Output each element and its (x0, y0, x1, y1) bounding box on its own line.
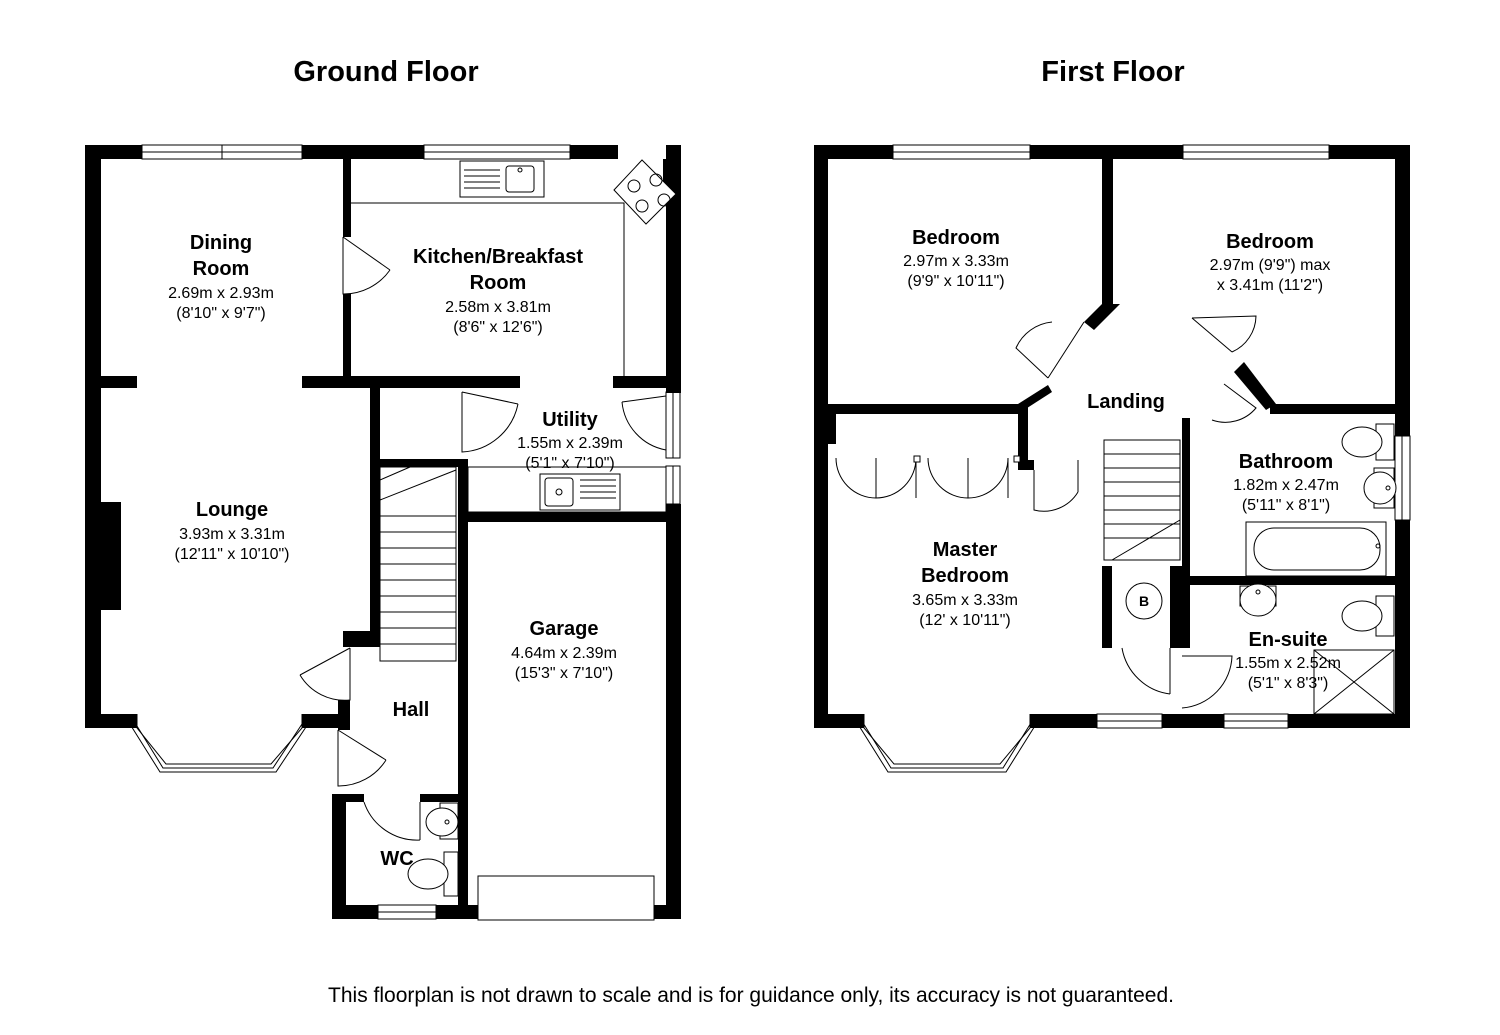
ensuite-dim-1: 1.55m x 2.52m (1235, 655, 1341, 672)
ensuite-fixtures (1239, 583, 1395, 715)
room-master-bedroom: Master Bedroom 3.65m x 3.33m (12' x 10'1… (912, 539, 1018, 629)
master-dim-2: (12' x 10'11") (919, 612, 1011, 629)
room-garage: Garage 4.64m x 2.39m (15'3" x 7'10") (511, 618, 617, 682)
ground-walls (85, 145, 681, 919)
master-bay-window (855, 714, 1039, 773)
garage-name: Garage (530, 618, 599, 640)
ground-doors (299, 236, 667, 841)
boiler-label: B (1139, 593, 1149, 609)
lounge-dim-2: (12'11" x 10'10") (174, 546, 289, 563)
dining-dim-1: 2.69m x 2.93m (168, 285, 274, 302)
ensuite-name: En-suite (1249, 629, 1328, 651)
utility-name: Utility (542, 409, 598, 431)
room-dining: Dining Room 2.69m x 2.93m (8'10" x 9'7") (168, 232, 274, 322)
kitchen-dim-1: 2.58m x 3.81m (445, 299, 551, 316)
first-stairs (1103, 439, 1181, 561)
first-doors (1015, 315, 1257, 709)
landing-name: Landing (1087, 391, 1165, 413)
garage-dim-2: (15'3" x 7'10") (515, 665, 613, 682)
master-dim-1: 3.65m x 3.33m (912, 592, 1018, 609)
lounge-name: Lounge (196, 499, 268, 521)
room-lounge: Lounge 3.93m x 3.31m (12'11" x 10'10") (174, 499, 289, 563)
room-bathroom: Bathroom 1.82m x 2.47m (5'11" x 8'1") (1233, 451, 1339, 514)
bedroom1-dim-1: 2.97m x 3.33m (903, 253, 1009, 270)
kitchen-name-1: Kitchen/Breakfast (413, 246, 583, 268)
kitchen-worktops (351, 159, 677, 376)
bathroom-dim-2: (5'11" x 8'1") (1242, 497, 1330, 514)
master-name-1: Master (933, 539, 998, 561)
master-name-2: Bedroom (921, 565, 1009, 587)
dining-name-2: Room (193, 258, 250, 280)
bedroom1-name: Bedroom (912, 227, 1000, 249)
boiler: B (1125, 582, 1163, 620)
ground-floor-title: Ground Floor (293, 56, 478, 88)
ground-windows (141, 144, 681, 921)
garage-dim-1: 4.64m x 2.39m (511, 645, 617, 662)
ground-floor-plan (85, 144, 681, 921)
dining-name-1: Dining (190, 232, 252, 254)
room-ensuite: En-suite 1.55m x 2.52m (5'1" x 8'3") (1235, 629, 1341, 692)
utility-dim-1: 1.55m x 2.39m (517, 435, 623, 452)
bedroom2-name: Bedroom (1226, 231, 1314, 253)
bedroom2-dim-1: 2.97m (9'9") max (1210, 257, 1331, 274)
bathroom-name: Bathroom (1239, 451, 1333, 473)
ground-stairs (379, 466, 457, 662)
disclaimer-text: This floorplan is not drawn to scale and… (328, 984, 1174, 1007)
room-utility: Utility 1.55m x 2.39m (5'1" x 7'10") (517, 409, 623, 472)
room-bedroom-2: Bedroom 2.97m (9'9") max x 3.41m (11'2") (1210, 231, 1331, 294)
wc-name: WC (380, 848, 413, 870)
lounge-dim-1: 3.93m x 3.31m (179, 526, 285, 543)
lounge-bay-window (127, 714, 311, 773)
ensuite-dim-2: (5'1" x 8'3") (1248, 675, 1329, 692)
hall-name: Hall (393, 699, 430, 721)
dining-dim-2: (8'10" x 9'7") (176, 305, 266, 322)
room-labels: Dining Room 2.69m x 2.93m (8'10" x 9'7")… (168, 227, 1341, 870)
first-floor-plan: B (814, 144, 1411, 773)
bathroom-fixtures (1245, 423, 1397, 577)
first-windows (892, 144, 1411, 729)
bedroom2-dim-2: x 3.41m (11'2") (1217, 277, 1323, 294)
room-kitchen: Kitchen/Breakfast Room 2.58m x 3.81m (8'… (413, 246, 583, 336)
master-wardrobes (835, 455, 1021, 499)
bathroom-dim-1: 1.82m x 2.47m (1233, 477, 1339, 494)
first-floor-title: First Floor (1041, 56, 1184, 88)
room-bedroom-1: Bedroom 2.97m x 3.33m (9'9" x 10'11") (903, 227, 1009, 290)
wc-fixtures (407, 802, 459, 897)
kitchen-name-2: Room (470, 272, 527, 294)
first-walls (814, 145, 1410, 728)
utility-dim-2: (5'1" x 7'10") (525, 455, 615, 472)
utility-worktop (467, 466, 667, 513)
kitchen-dim-2: (8'6" x 12'6") (453, 319, 543, 336)
bedroom1-dim-2: (9'9" x 10'11") (907, 273, 1004, 290)
